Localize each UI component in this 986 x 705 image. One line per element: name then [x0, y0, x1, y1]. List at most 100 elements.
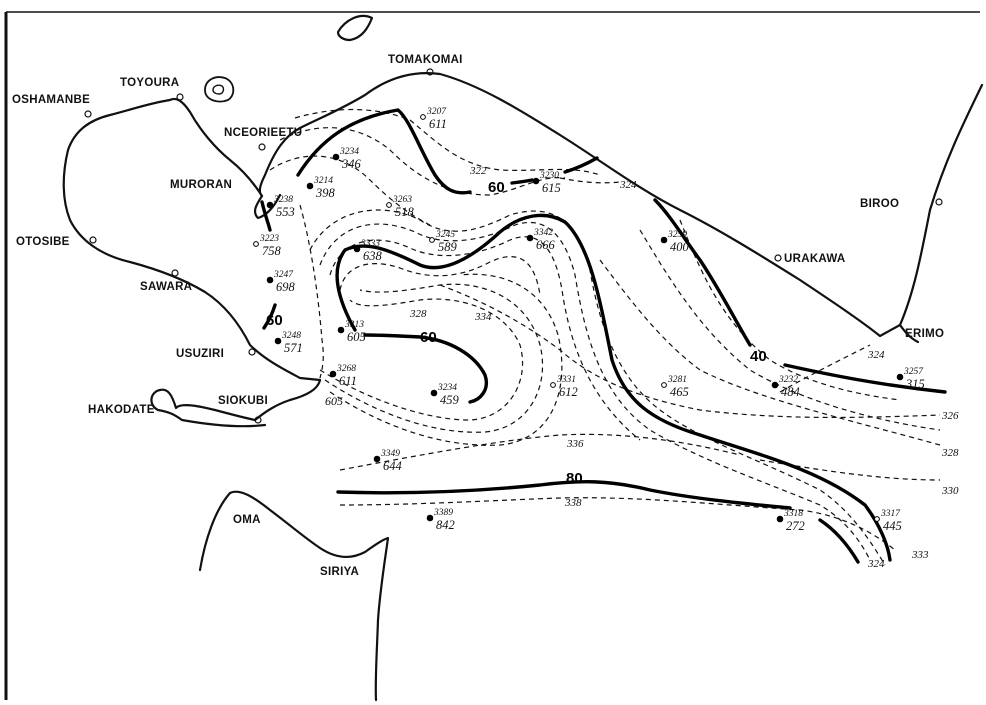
- place-label-ncedrieetu: NCEORIEETU: [224, 127, 302, 139]
- isoline-dashed: [339, 433, 741, 471]
- station-value: 611: [339, 374, 357, 388]
- stations: 3207611323434632143983238553322375832635…: [253, 107, 925, 533]
- station-number: 3248: [281, 331, 301, 341]
- place-marker: [89, 236, 97, 244]
- station-value: 589: [438, 240, 458, 254]
- station-number: 3333: [360, 239, 380, 249]
- muroran-cape: [253, 193, 282, 220]
- station-number: 3234: [437, 383, 457, 393]
- station-number: 3230: [539, 171, 559, 181]
- isoline-main: [510, 178, 534, 185]
- place-label-otosibe: OTOSIBE: [16, 236, 70, 248]
- station-value: 571: [284, 341, 303, 355]
- station-number: 3214: [313, 176, 333, 186]
- station-value-extra: 605: [325, 394, 343, 408]
- station-marker: [550, 382, 556, 388]
- place-markers: [84, 68, 943, 424]
- place-marker: [84, 110, 92, 118]
- station-number: 3349: [380, 449, 400, 459]
- place-label-usuziri: USUZIRI: [176, 348, 224, 360]
- station-marker: [353, 245, 361, 253]
- station-marker: [274, 337, 282, 345]
- station-marker: [306, 182, 314, 190]
- station-value: 400: [670, 240, 690, 254]
- lake-toya-inner: [212, 84, 225, 95]
- place-label-tomakomai: TOMAKOMAI: [388, 54, 463, 66]
- station-value: 698: [276, 280, 296, 294]
- place-label-siriya: SIRIYA: [320, 566, 359, 578]
- station-marker: [874, 516, 880, 522]
- contour-label-dashed: 336: [566, 438, 584, 450]
- island-top: [336, 14, 374, 42]
- place-label-urakawa: URAKAWA: [784, 253, 846, 265]
- station-marker: [429, 237, 435, 243]
- station-value: 842: [436, 518, 455, 532]
- place-marker: [254, 416, 262, 424]
- station-marker: [337, 326, 345, 334]
- contour-label-dashed: 324: [867, 558, 885, 570]
- isoline-main: [363, 333, 488, 404]
- station-marker: [776, 515, 784, 523]
- isoline-dashed: [324, 283, 544, 433]
- station-marker: [386, 202, 392, 208]
- station-value: 518: [395, 205, 415, 219]
- station-number: 3247: [273, 270, 294, 280]
- isoline-dashed: [329, 273, 563, 446]
- station-marker: [430, 389, 438, 397]
- station-marker: [896, 373, 904, 381]
- place-label-hakodate: HAKODATE: [88, 404, 155, 416]
- station-marker: [420, 114, 426, 120]
- place-label-toyoura: TOYOURA: [120, 77, 179, 89]
- isoline-dashed: [599, 259, 941, 446]
- station-number: 3263: [392, 195, 412, 205]
- contour-label-dashed: 328: [941, 447, 959, 459]
- station-number: 3331: [556, 375, 576, 385]
- contour-label-dashed: 328: [409, 308, 427, 320]
- place-marker: [774, 254, 782, 262]
- isoline-main: [336, 480, 792, 510]
- place-labels: OSHAMANBE TOYOURA TOMAKOMAI NCEORIEETU M…: [12, 54, 944, 578]
- contour-label-main: 80: [566, 470, 583, 487]
- isoline-dashed: [329, 236, 641, 441]
- place-label-muroran: MURORAN: [170, 179, 232, 191]
- hokkaido-coast: [62, 72, 984, 382]
- station-value: 758: [262, 244, 282, 258]
- station-marker: [660, 236, 668, 244]
- isoline-dashed: [279, 127, 566, 196]
- station-number: 3238: [273, 195, 293, 205]
- station-marker: [253, 241, 259, 247]
- place-label-oma: OMA: [233, 514, 261, 526]
- contour-label-dashed: 326: [941, 410, 959, 422]
- contour-labels: 60 60 60 40 80 322 324 328 334 336 338 3…: [266, 165, 959, 570]
- contour-label-dashed: 338: [564, 497, 582, 509]
- station-value: 465: [670, 385, 689, 399]
- main-isolines: [260, 108, 947, 564]
- isoline-dashed: [269, 155, 431, 226]
- station-number: 3317: [880, 509, 901, 519]
- dashed-isolines: [269, 108, 941, 566]
- contour-label-main: 40: [750, 348, 767, 365]
- isoline-main: [296, 108, 472, 195]
- isoline-dashed: [439, 284, 941, 419]
- station-marker: [661, 382, 667, 388]
- station-value: 605: [347, 330, 366, 344]
- isoline-dashed: [779, 344, 871, 393]
- place-label-siokubi: SIOKUBI: [218, 395, 268, 407]
- isoline-dashed: [639, 229, 941, 431]
- hakodate-coast: [150, 378, 322, 428]
- coastlines: [62, 14, 984, 702]
- station-number: 3245: [435, 230, 455, 240]
- station-number: 3389: [433, 508, 453, 518]
- station-value: 612: [559, 385, 578, 399]
- isoline-dashed: [679, 219, 901, 401]
